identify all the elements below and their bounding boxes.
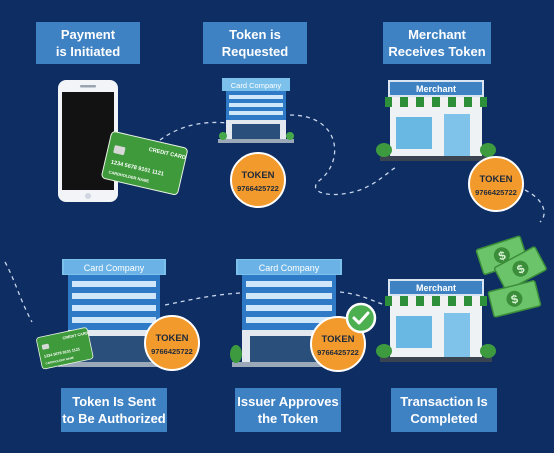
connector-left-wrap [4, 261, 33, 323]
merchant-sign-2: Merchant [416, 283, 456, 293]
token-coin-4: TOKEN 9766425722 [310, 316, 366, 372]
credit-card-2: CREDIT CARD 1234 5678 9101 1121 CARDHOLD… [36, 327, 94, 370]
token-coin-3: TOKEN 9766425722 [144, 315, 200, 371]
token-coin-1: TOKEN 9766425722 [230, 152, 286, 208]
step-1-label: Payment is Initiated [36, 22, 140, 64]
step-6-label: Transaction Is Completed [391, 388, 497, 432]
step-3-line2: Receives Token [388, 44, 486, 59]
card-company-building-small: Card Company [218, 78, 294, 143]
connector-company-to-merchant [289, 114, 396, 196]
card-chip-icon [113, 145, 126, 155]
merchant-store-1: Merchant [376, 80, 496, 161]
token-number-3: 9766425722 [151, 347, 193, 356]
connector-merchant-wrap [524, 189, 545, 223]
phone-illustration [58, 80, 118, 202]
money-bills-icon: $ $ $ [475, 235, 547, 318]
step-6-line2: Completed [410, 411, 478, 426]
token-label-1: TOKEN [241, 170, 274, 181]
token-label-4: TOKEN [321, 334, 354, 345]
step-4-label: Token Is Sent to Be Authorized [61, 388, 167, 432]
card-title-2: CREDIT CARD [62, 331, 89, 340]
token-coin-2: TOKEN 9766425722 [468, 156, 524, 212]
card-chip-icon-2 [41, 343, 50, 350]
step-1-line2: is Initiated [55, 44, 121, 59]
check-icon [345, 302, 377, 334]
svg-text:$: $ [497, 248, 508, 263]
step-5-line2: the Token [257, 411, 319, 426]
token-label-2: TOKEN [479, 174, 512, 185]
step-6-line1: Transaction Is [400, 394, 488, 409]
step-2-label: Token is Requested [203, 22, 307, 64]
step-2-line2: Requested [221, 44, 289, 59]
card-number-2: 1234 5678 9101 1121 [44, 347, 81, 359]
step-4-line1: Token Is Sent [72, 394, 156, 409]
token-number-4: 9766425722 [317, 348, 359, 357]
step-2-line1: Token is [229, 27, 281, 42]
step-5-label: Issuer Approves the Token [235, 388, 341, 432]
card-company-sign-small: Card Company [231, 81, 282, 90]
token-number-2: 9766425722 [475, 188, 517, 197]
step-5-line1: Issuer Approves [237, 394, 339, 409]
credit-card-1: CREDIT CARD 1234 5678 9101 1121 CARDHOLD… [101, 131, 188, 196]
svg-text:$: $ [510, 292, 520, 307]
token-label-3: TOKEN [155, 333, 188, 344]
connector-company-to-merchant-bottom [339, 291, 386, 306]
step-3-line1: Merchant [408, 27, 466, 42]
step-3-label: Merchant Receives Token [383, 22, 491, 64]
card-holder-2: CARDHOLDER NAME [45, 356, 74, 366]
merchant-store-2: Merchant [376, 279, 496, 362]
step-4-line2: to Be Authorized [62, 411, 166, 426]
card-company-sign-large-2: Card Company [259, 263, 320, 273]
step-1-line1: Payment [60, 27, 116, 42]
token-number-1: 9766425722 [237, 184, 279, 193]
merchant-sign-1: Merchant [416, 84, 456, 94]
card-company-sign-large-1: Card Company [84, 263, 145, 273]
connector-company-to-company [164, 292, 241, 306]
